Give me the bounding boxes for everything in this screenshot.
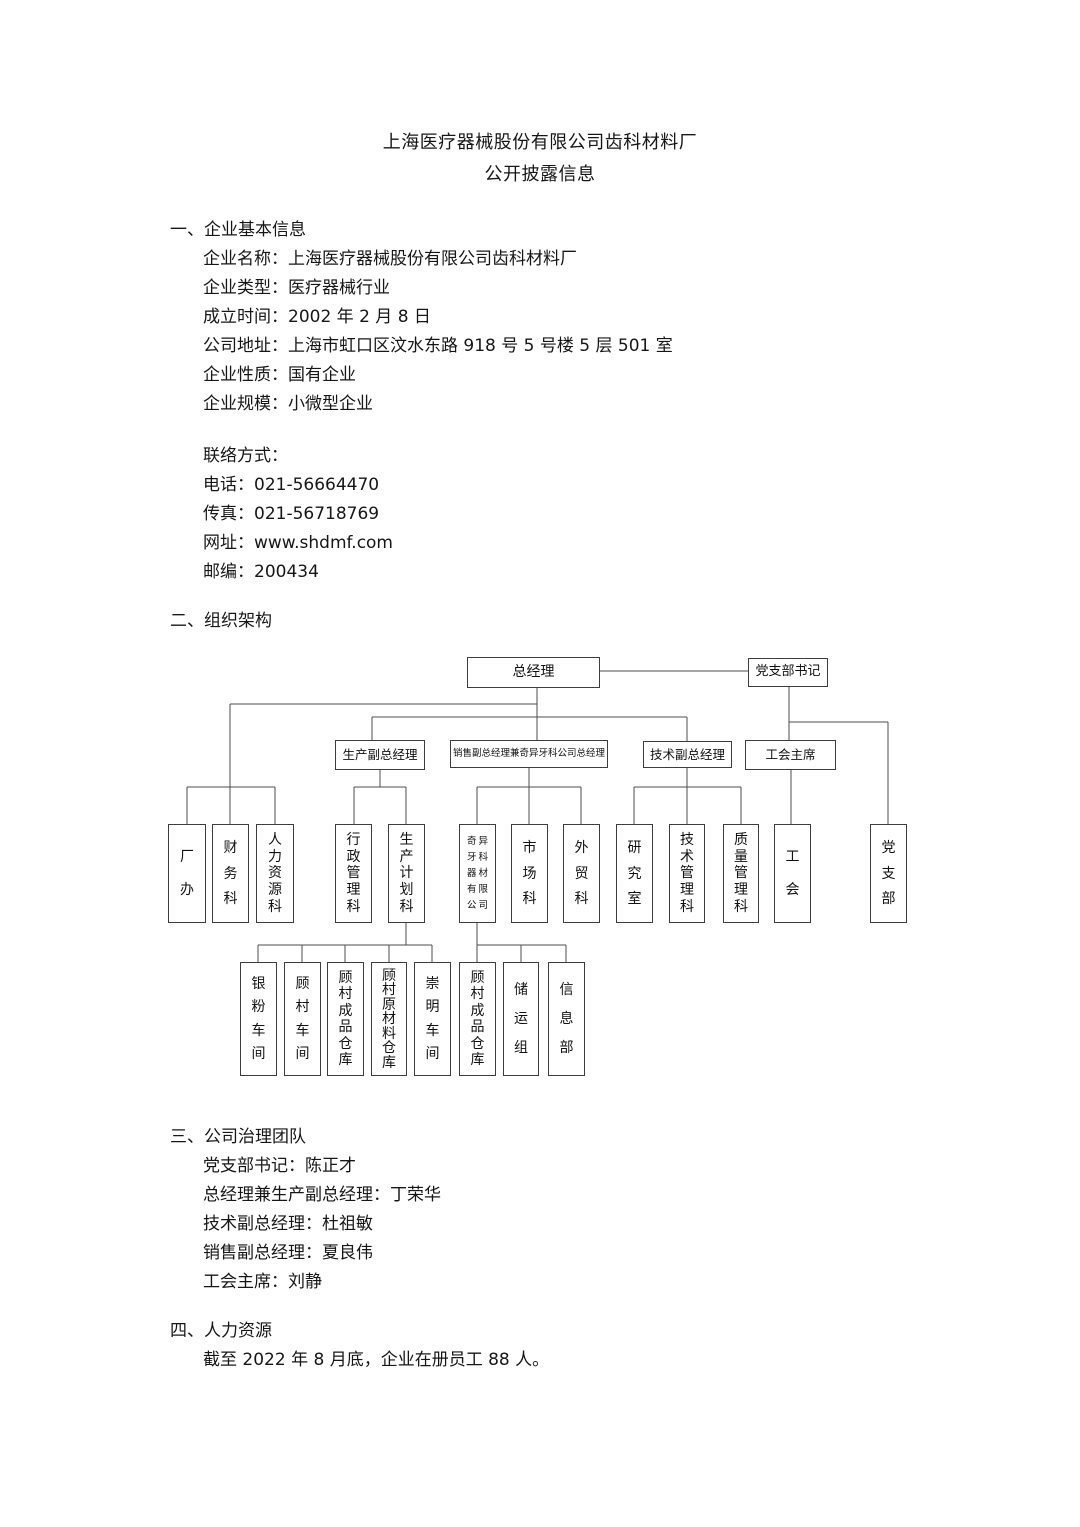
document-subtitle: 公开披露信息 — [484, 164, 596, 185]
field-line: 党支部书记：陈正才 — [203, 1152, 441, 1181]
section-hr: 四、人力资源 截至 2022 年 8 月底，企业在册员工 88 人。 — [170, 1317, 549, 1375]
field-label: 销售副总经理： — [203, 1243, 322, 1263]
org-dept-box: 厂办 — [168, 824, 206, 923]
field-label: 成立时间： — [203, 307, 288, 327]
org-node-general-manager: 总经理 — [467, 657, 600, 688]
field-line: 公司地址：上海市虹口区汶水东路 918 号 5 号楼 5 层 501 室 — [203, 332, 673, 361]
field-line: 电话：021-56664470 — [203, 471, 673, 500]
org-dept-box: 奇异牙科器材有限公司 — [459, 824, 496, 923]
section-org: 二、组织架构 — [170, 607, 272, 636]
field-label: 总经理兼生产副总经理： — [203, 1185, 390, 1205]
org-dept-box: 市场科 — [511, 824, 548, 923]
section-governance: 三、公司治理团队 党支部书记：陈正才 总经理兼生产副总经理：丁荣华 技术副总经理… — [170, 1123, 441, 1297]
field-line: 技术副总经理：杜祖敏 — [203, 1210, 441, 1239]
field-value: 2002 年 2 月 8 日 — [288, 307, 431, 327]
org-dept-box: 人力资源科 — [256, 824, 294, 923]
field-label: 企业名称： — [203, 249, 288, 269]
field-line: 网址：www.shdmf.com — [203, 529, 673, 558]
field-value: 丁荣华 — [390, 1185, 441, 1205]
field-line: 企业性质：国有企业 — [203, 361, 673, 390]
field-line: 传真：021-56718769 — [203, 500, 673, 529]
field-line: 销售副总经理：夏良伟 — [203, 1239, 441, 1268]
org-unit-box: 顾村车间 — [284, 962, 321, 1076]
field-value: www.shdmf.com — [254, 533, 393, 553]
section-basic-info: 一、企业基本信息 企业名称：上海医疗器械股份有限公司齿科材料厂 企业类型：医疗器… — [170, 216, 673, 587]
field-value: 021-56664470 — [254, 475, 380, 495]
field-value: 小微型企业 — [288, 394, 373, 414]
field-line: 企业类型：医疗器械行业 — [203, 274, 673, 303]
field-line: 邮编：200434 — [203, 558, 673, 587]
field-value: 刘静 — [288, 1272, 322, 1292]
org-node-sales-vp: 销售副总经理兼奇异牙科公司总经理 — [450, 740, 608, 768]
field-label: 企业规模： — [203, 394, 288, 414]
field-label: 公司地址： — [203, 336, 288, 356]
field-value: 医疗器械行业 — [288, 278, 390, 298]
org-dept-box: 研究室 — [616, 824, 653, 923]
field-label: 工会主席： — [203, 1272, 288, 1292]
org-unit-box: 崇明车间 — [414, 962, 451, 1076]
section-hr-heading: 四、人力资源 — [170, 1321, 272, 1341]
org-node-union-chairman: 工会主席 — [745, 740, 836, 770]
field-label: 企业性质： — [203, 365, 288, 385]
field-line: 总经理兼生产副总经理：丁荣华 — [203, 1181, 441, 1210]
org-unit-box: 信息部 — [548, 962, 585, 1076]
org-node-party-branch-secretary: 党支部书记 — [748, 658, 828, 687]
org-dept-box: 外贸科 — [563, 824, 600, 923]
field-label: 电话： — [203, 475, 254, 495]
org-node-production-vp: 生产副总经理 — [335, 740, 425, 770]
field-value: 陈正才 — [305, 1156, 356, 1176]
section-org-heading: 二、组织架构 — [170, 611, 272, 631]
section-basic-info-heading: 一、企业基本信息 — [170, 220, 306, 240]
org-dept-box: 质量管理科 — [723, 824, 759, 923]
field-label: 邮编： — [203, 562, 254, 582]
field-value: 夏良伟 — [322, 1243, 373, 1263]
field-value: 上海医疗器械股份有限公司齿科材料厂 — [288, 249, 577, 269]
field-line: 工会主席：刘静 — [203, 1268, 441, 1297]
hr-text: 截至 2022 年 8 月底，企业在册员工 88 人。 — [203, 1350, 550, 1370]
org-dept-box: 技术管理科 — [669, 824, 705, 923]
org-dept-box: 工会 — [774, 824, 811, 923]
org-dept-box: 生产计划科 — [388, 824, 425, 923]
contact-heading: 联络方式： — [203, 446, 288, 466]
field-label: 党支部书记： — [203, 1156, 305, 1176]
field-value: 021-56718769 — [254, 504, 380, 524]
org-node-tech-vp: 技术副总经理 — [643, 741, 732, 768]
field-line: 成立时间：2002 年 2 月 8 日 — [203, 303, 673, 332]
field-label: 网址： — [203, 533, 254, 553]
field-label: 传真： — [203, 504, 254, 524]
field-value: 上海市虹口区汶水东路 918 号 5 号楼 5 层 501 室 — [288, 336, 673, 356]
document-title: 上海医疗器械股份有限公司齿科材料厂 — [382, 132, 698, 153]
field-value: 200434 — [254, 562, 319, 582]
field-label: 企业类型： — [203, 278, 288, 298]
org-unit-box: 顾村原材料仓库 — [371, 962, 407, 1076]
field-value: 国有企业 — [288, 365, 356, 385]
field-label: 技术副总经理： — [203, 1214, 322, 1234]
org-dept-box: 党支部 — [870, 824, 907, 923]
field-value: 杜祖敏 — [322, 1214, 373, 1234]
section-governance-heading: 三、公司治理团队 — [170, 1127, 306, 1147]
org-dept-box: 行政管理科 — [335, 824, 372, 923]
org-unit-box: 顾村成品仓库 — [459, 962, 496, 1076]
org-unit-box: 银粉车间 — [240, 962, 277, 1076]
field-line: 企业名称：上海医疗器械股份有限公司齿科材料厂 — [203, 245, 673, 274]
field-line: 企业规模：小微型企业 — [203, 390, 673, 419]
org-unit-box: 顾村成品仓库 — [327, 962, 364, 1076]
org-dept-box: 财务科 — [212, 824, 249, 923]
org-unit-box: 储运组 — [503, 962, 539, 1076]
